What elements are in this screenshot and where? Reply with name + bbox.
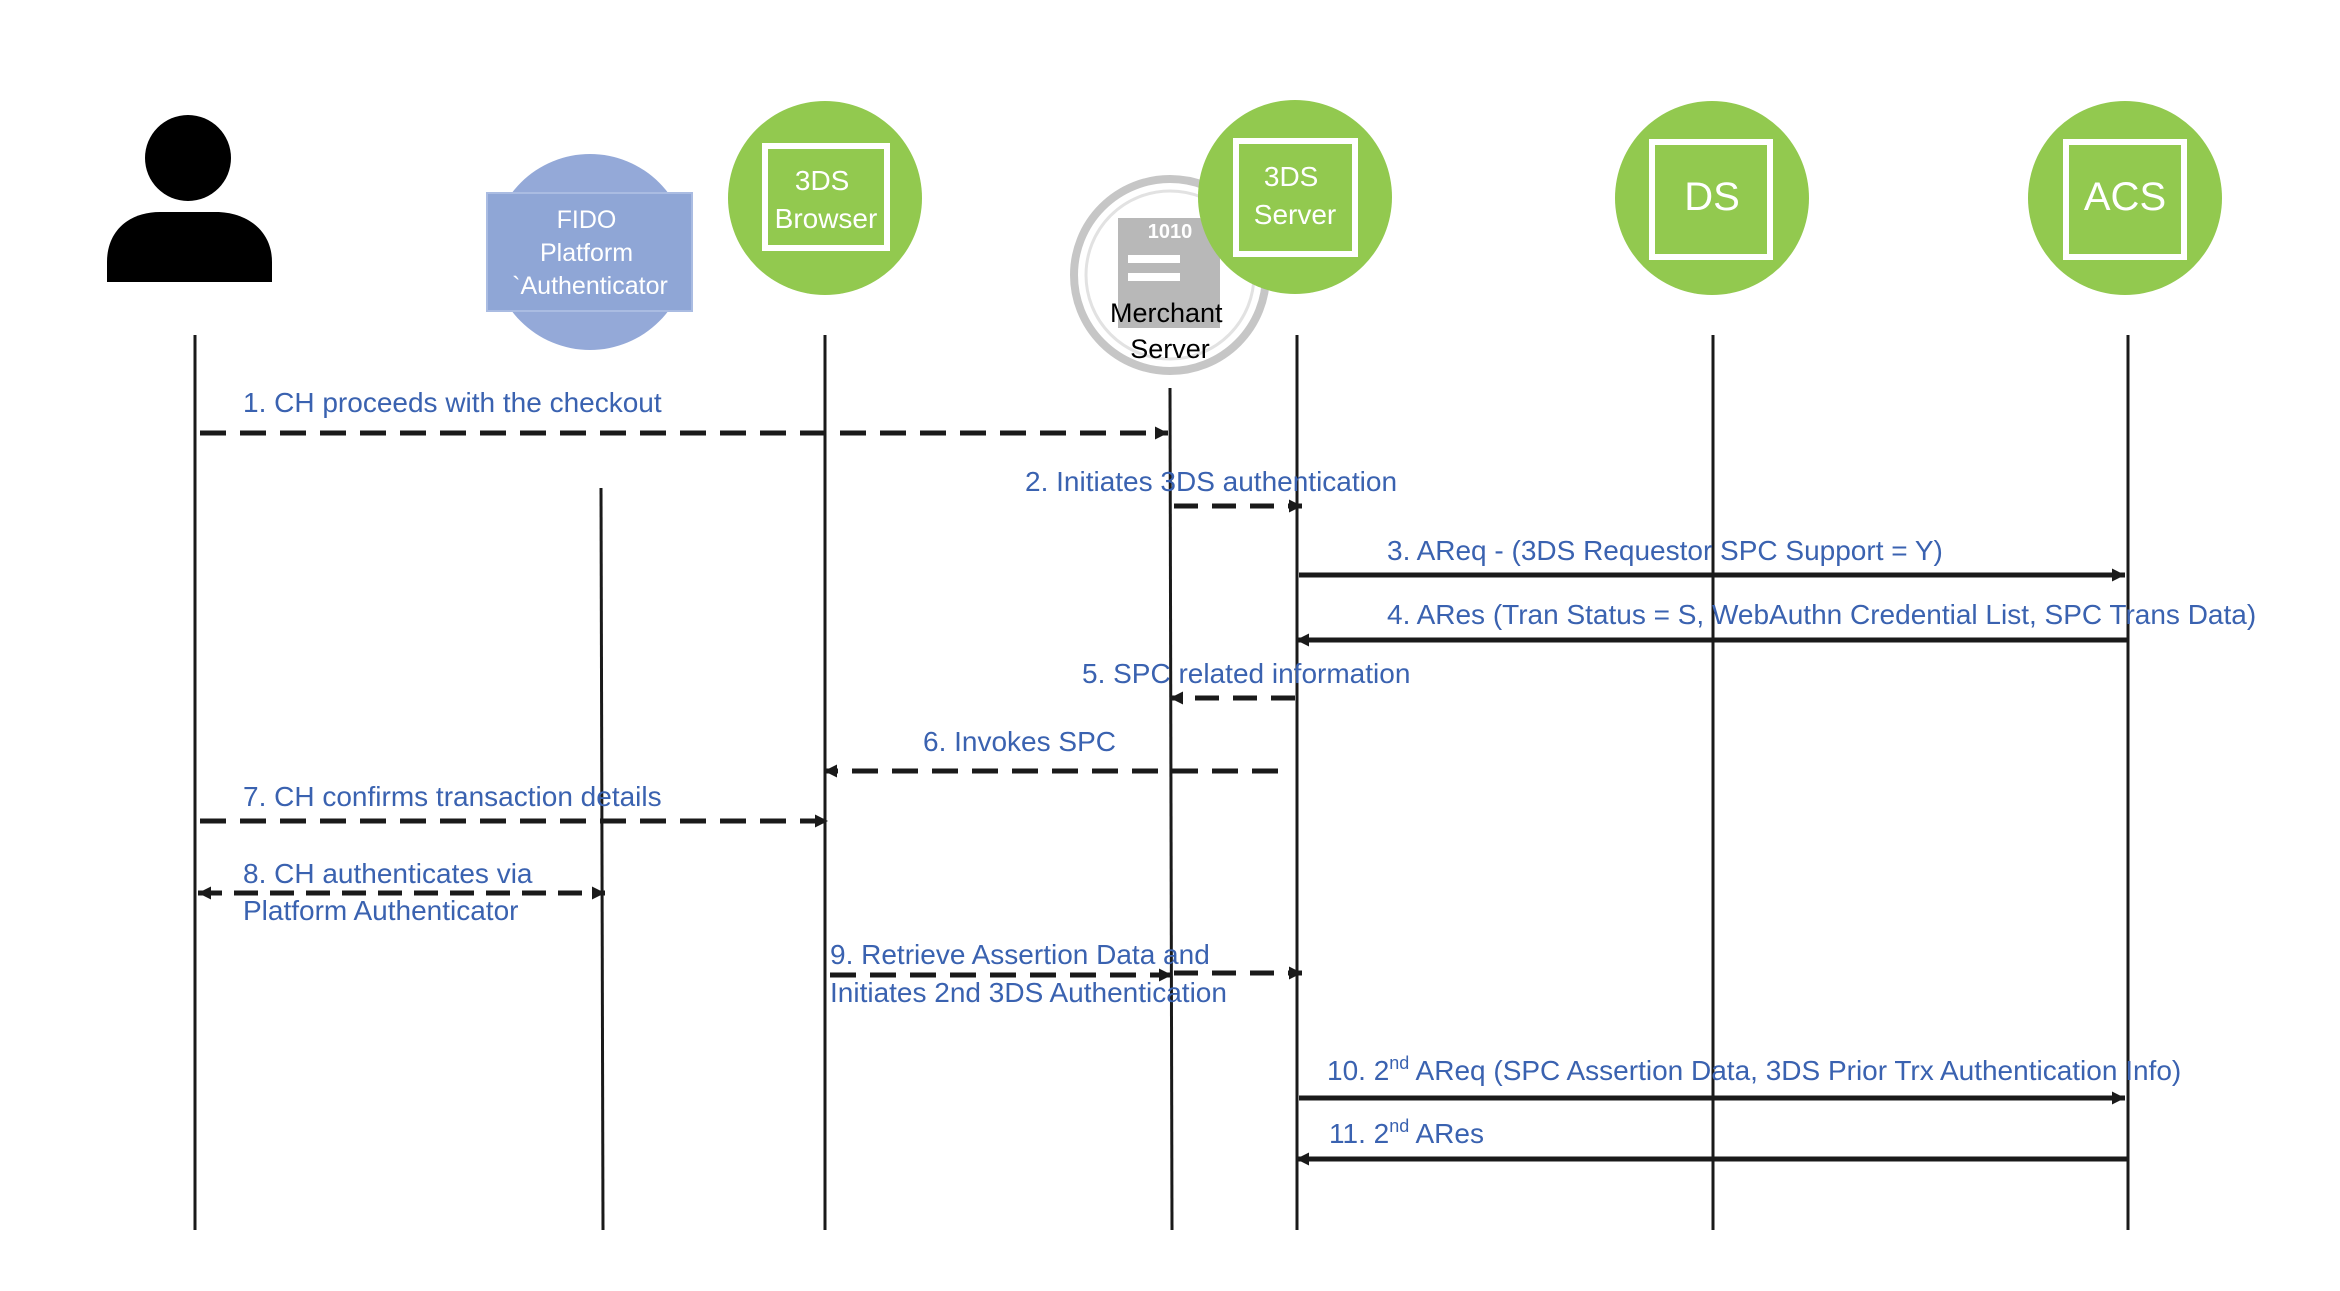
acs-label: ACS xyxy=(2084,175,2166,219)
message-3: 3. AReq - (3DS Requestor SPC Support = Y… xyxy=(1299,535,2125,582)
message-8: 8. CH authenticates via Platform Authent… xyxy=(198,858,605,926)
message-2-label: 2. Initiates 3DS authentication xyxy=(1025,466,1397,497)
message-8-label: 8. CH authenticates via Platform Authent… xyxy=(243,858,540,926)
fido-label: FIDO Platform `Authenticator xyxy=(512,206,668,300)
message-9: 9. Retrieve Assertion Data and Initiates… xyxy=(830,939,1302,1008)
message-10: 10. 2nd AReq (SPC Assertion Data, 3DS Pr… xyxy=(1299,1053,2181,1105)
messages: 1. CH proceeds with the checkout 2. Init… xyxy=(198,387,2256,1166)
message-10-label: 10. 2nd AReq (SPC Assertion Data, 3DS Pr… xyxy=(1327,1053,2181,1086)
server-icon: 1010 xyxy=(1118,218,1220,328)
participant-acs: ACS xyxy=(2028,101,2222,295)
message-6-label: 6. Invokes SPC xyxy=(923,726,1116,757)
message-2: 2. Initiates 3DS authentication xyxy=(1025,466,1397,513)
message-11-label: 11. 2nd ARes xyxy=(1329,1116,1484,1149)
message-3-label: 3. AReq - (3DS Requestor SPC Support = Y… xyxy=(1387,535,1943,566)
message-4: 4. ARes (Tran Status = S, WebAuthn Crede… xyxy=(1296,599,2256,647)
lifeline-merchant xyxy=(1168,387,1174,1231)
message-5-label: 5. SPC related information xyxy=(1082,658,1410,689)
browser-label: 3DS Browser xyxy=(775,165,878,234)
message-7-label: 7. CH confirms transaction details xyxy=(243,781,662,812)
server-label: 3DS Server xyxy=(1254,161,1336,230)
lifeline-fido xyxy=(599,487,605,1231)
message-4-label: 4. ARes (Tran Status = S, WebAuthn Crede… xyxy=(1387,599,2256,630)
lifelines xyxy=(193,335,2130,1231)
message-6: 6. Invokes SPC xyxy=(824,726,1278,778)
participant-cardholder xyxy=(107,115,272,282)
merchant-label: Merchant Server xyxy=(1110,298,1230,364)
participant-fido: FIDO Platform `Authenticator xyxy=(486,154,693,350)
message-9-label: 9. Retrieve Assertion Data and Initiates… xyxy=(830,939,1227,1008)
ds-label: DS xyxy=(1684,175,1740,219)
message-7: 7. CH confirms transaction details xyxy=(200,781,828,828)
person-icon xyxy=(107,115,272,282)
message-1: 1. CH proceeds with the checkout xyxy=(200,387,1168,440)
server-icon-bits: 1010 xyxy=(1148,221,1193,243)
participant-ds: DS xyxy=(1615,101,1809,295)
message-1-label: 1. CH proceeds with the checkout xyxy=(243,387,662,418)
message-11: 11. 2nd ARes xyxy=(1296,1116,2128,1166)
message-5: 5. SPC related information xyxy=(1082,658,1410,705)
participant-3ds-server: 3DS Server xyxy=(1198,100,1392,294)
participant-browser: 3DS Browser xyxy=(728,101,922,295)
